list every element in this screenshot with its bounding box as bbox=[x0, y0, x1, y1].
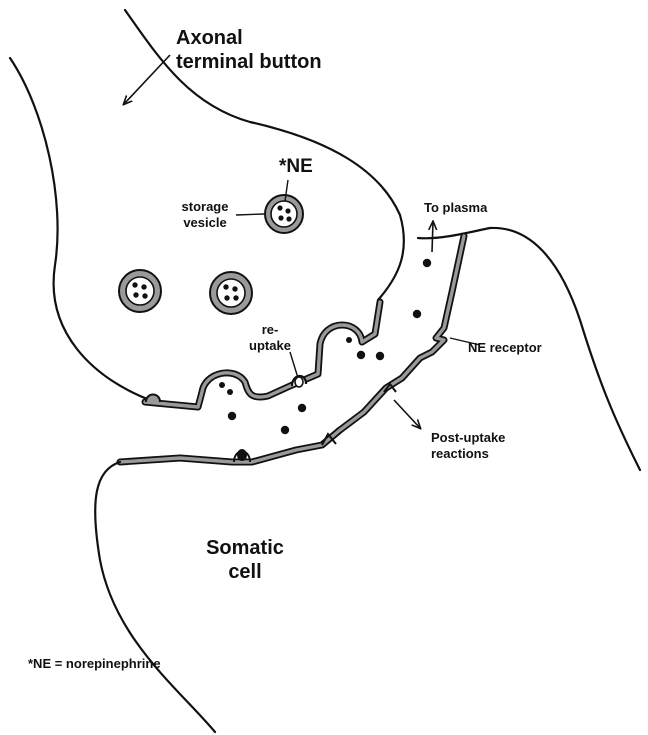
footnote-label: *NE = norepinephrine bbox=[28, 656, 161, 672]
ne-molecule bbox=[413, 310, 421, 318]
presynaptic-membrane bbox=[145, 302, 380, 407]
somatic-label-line1: Somatic bbox=[190, 536, 300, 560]
storage-vesicle-left bbox=[119, 270, 161, 312]
to-plasma-arrow bbox=[432, 222, 433, 252]
ne-molecule bbox=[298, 404, 306, 412]
ne-molecule bbox=[376, 352, 384, 360]
storage-vesicle-top bbox=[265, 195, 303, 233]
axonal-label-line1: Axonal bbox=[176, 26, 322, 50]
ne-molecule bbox=[228, 412, 236, 420]
post-uptake-label: Post-uptake reactions bbox=[431, 430, 505, 461]
post-uptake-line1: Post-uptake bbox=[431, 430, 505, 446]
ne-molecule bbox=[346, 337, 352, 343]
axonal-label-arrow bbox=[124, 55, 170, 104]
storage-label-line2: vesicle bbox=[172, 215, 238, 231]
somatic-label-line2: cell bbox=[190, 560, 300, 584]
reuptake-label-line2: uptake bbox=[244, 338, 296, 354]
ne-receptor-label: NE receptor bbox=[468, 340, 542, 356]
reuptake-label-line1: re- bbox=[244, 322, 296, 338]
ne-molecule bbox=[423, 259, 431, 267]
storage-label-line1: storage bbox=[172, 199, 238, 215]
storage-label-leader bbox=[236, 214, 264, 215]
to-plasma-label: To plasma bbox=[424, 200, 487, 216]
presynaptic-membrane-fill bbox=[145, 302, 380, 407]
reuptake-label-leader bbox=[290, 352, 298, 378]
storage-vesicle-label: storage vesicle bbox=[172, 199, 238, 230]
ne-molecule bbox=[219, 382, 225, 388]
somatic-cell-label: Somatic cell bbox=[190, 536, 300, 584]
post-uptake-arrow bbox=[394, 400, 420, 428]
ne-marker-label: *NE bbox=[279, 156, 313, 179]
somatic-cell-outline bbox=[95, 462, 215, 732]
ne-molecule bbox=[281, 426, 289, 434]
storage-vesicle-right bbox=[210, 272, 252, 314]
ne-molecule bbox=[357, 351, 365, 359]
reuptake-label: re- uptake bbox=[244, 322, 296, 353]
membrane-bleb bbox=[146, 395, 160, 403]
axonal-label: Axonal terminal button bbox=[176, 26, 322, 74]
ne-molecule bbox=[227, 389, 233, 395]
reuptake-site-core bbox=[295, 377, 303, 387]
axonal-label-line2: terminal button bbox=[176, 50, 322, 74]
post-uptake-line2: reactions bbox=[431, 446, 505, 462]
